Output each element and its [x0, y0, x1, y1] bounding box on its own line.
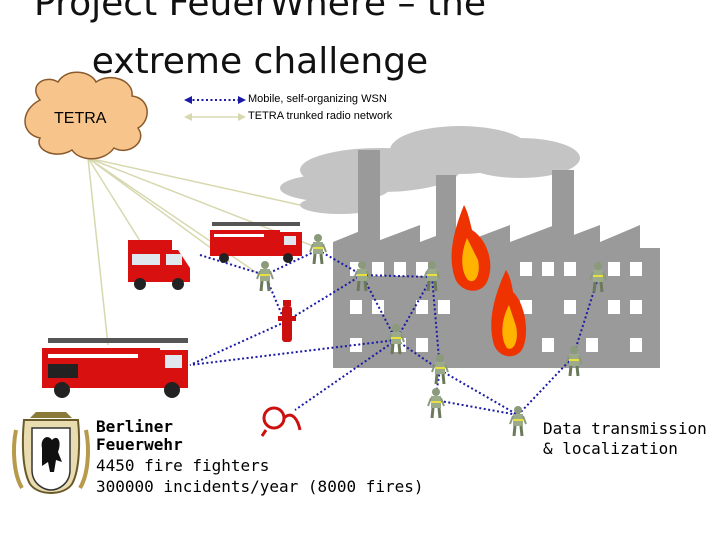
slide-title-line-1: Project FeuerWhere – the [34, 0, 486, 24]
incident-count: 300000 incidents/year (8000 fires) [96, 477, 424, 496]
slide-title-line-2: extreme challenge [91, 41, 429, 82]
caption-line-2: & localization [543, 439, 678, 458]
fire-truck-top [210, 222, 302, 263]
legend-tetra-label: TETRA trunked radio network [248, 110, 393, 122]
factory-building [333, 150, 660, 368]
firefighter-1 [309, 234, 327, 265]
firefighter-2 [256, 261, 274, 292]
firefighter-4 [423, 261, 441, 292]
fire-flame-1 [451, 205, 491, 291]
tetra-cloud [24, 71, 148, 160]
firefighter-7 [427, 388, 445, 419]
fire-truck-large [42, 338, 188, 398]
firefighter-count: 4450 fire fighters [96, 456, 270, 475]
org-name-line-2: Feuerwehr [96, 435, 183, 454]
firefighter-5 [387, 324, 405, 355]
legend-wsn-arrow-right [238, 96, 246, 104]
legend [184, 96, 246, 121]
firefighter-6 [431, 354, 449, 385]
firefighter-10 [589, 262, 607, 293]
firefighter-9 [565, 346, 583, 377]
legend-tetra-arrow-left [184, 113, 192, 121]
smoke-cloud [280, 126, 580, 214]
cloud-label: TETRA [54, 110, 107, 127]
berlin-coat-of-arms [12, 412, 90, 494]
legend-tetra-arrow-right [238, 113, 246, 121]
caption-line-1: Data transmission [543, 419, 707, 438]
hose-reel [260, 406, 302, 437]
fire-hydrant [278, 300, 296, 342]
fire-van [128, 240, 190, 290]
wsn-connections [189, 249, 599, 416]
fire-flame-2 [491, 270, 527, 357]
firefighter-3 [353, 261, 371, 292]
legend-wsn-arrow-left [184, 96, 192, 104]
org-name-line-1: Berliner [96, 417, 174, 436]
firefighter-8 [509, 406, 527, 437]
legend-wsn-label: Mobile, self-organizing WSN [248, 93, 387, 105]
